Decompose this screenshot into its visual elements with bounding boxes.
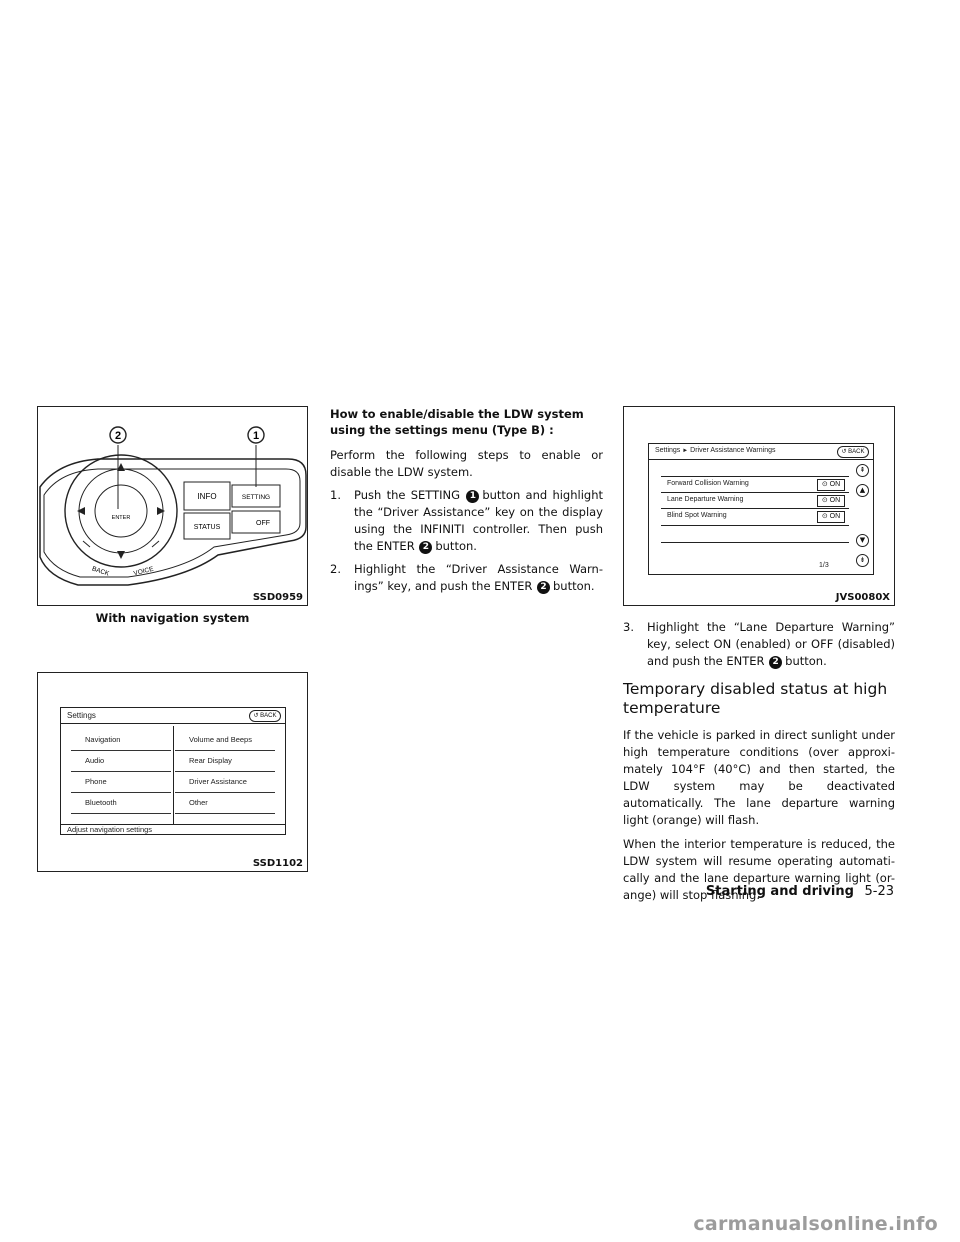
step-text: Highlight the “Lane Departure Warning” k… [647, 620, 895, 668]
footer-page: 5-23 [864, 884, 894, 899]
step-3: 3. Highlight the “Lane Departure Warning”… [623, 619, 895, 670]
row-label: Blind Spot Warning [667, 512, 727, 519]
warning-row: Blind Spot Warning ⊙ ON [661, 508, 849, 526]
warning-row: Forward Collision Warning ⊙ ON [661, 476, 849, 493]
right-column: 3. Highlight the “Lane Departure Warning”… [623, 619, 895, 904]
back-label: BACK [848, 449, 865, 455]
figure-code: JVS0080X [835, 592, 890, 603]
info-button-label: INFO [197, 492, 216, 501]
callout-badge: 2 [769, 656, 783, 669]
figure-driver-assistance-warnings: Settings ► Driver Assistance Warnings ↺ … [623, 406, 895, 606]
paragraph-2: When the interior temperature is reduced… [623, 837, 895, 902]
breadcrumb: Settings ► Driver Assistance Warnings [655, 447, 775, 454]
breadcrumb-arrow-icon: ► [682, 448, 689, 454]
status-button-label: STATUS [194, 524, 221, 531]
step-number: 1. [330, 488, 341, 502]
row-label: Forward Collision Warning [667, 480, 749, 487]
page-footer: Starting and driving 5-23 [706, 884, 894, 899]
callout-badge: 1 [466, 490, 480, 503]
figure-controller: 2 1 INFO SETTING STATUS OFF ENTER BACK V… [37, 406, 308, 606]
back-button-label: BACK [91, 566, 111, 578]
figure-caption: With navigation system [95, 611, 250, 625]
warnings-screen: Settings ► Driver Assistance Warnings ↺ … [648, 443, 874, 575]
row-label: Lane Departure Warning [667, 496, 744, 503]
step-text: button and highlight the “Driver Assista… [354, 488, 604, 553]
callout-badge: 2 [536, 581, 550, 594]
settings-screen: Settings ↺ BACK Navigation Audio Phone B… [60, 707, 286, 835]
figure-code: SSD0959 [252, 592, 303, 603]
back-button: ↺ BACK [837, 446, 869, 458]
controller-illustration: 2 1 INFO SETTING STATUS OFF ENTER BACK V… [39, 426, 307, 586]
toggle-value: ON [829, 481, 841, 488]
menu-item-driver-assistance: Driver Assistance [175, 772, 275, 793]
toggle-value: ON [829, 513, 841, 520]
menu-item-navigation: Navigation [71, 730, 171, 751]
breadcrumb-page: Driver Assistance Warnings [690, 447, 776, 454]
callout-2: 2 [115, 430, 121, 442]
menu-item-rear-display: Rear Display [175, 751, 275, 772]
scroll-bottom-icon: ⇟ [856, 554, 869, 567]
menu-item-phone: Phone [71, 772, 171, 793]
step-number: 2. [330, 562, 341, 576]
subheading: How to enable/disable the LDW system usi… [330, 407, 584, 437]
page-indicator: 1/3 [819, 562, 829, 569]
intro-paragraph: Perform the following steps to enable or… [330, 448, 603, 479]
figure-code: SSD1102 [252, 858, 303, 869]
scroll-down-icon: ▼ [856, 534, 869, 547]
callout-1: 1 [253, 430, 259, 442]
middle-column: How to enable/disable the LDW system usi… [330, 406, 603, 595]
on-toggle: ⊙ ON [817, 495, 845, 507]
step-text: button. [435, 539, 477, 553]
menu-item-volume: Volume and Beeps [175, 730, 275, 751]
back-button: ↺ BACK [249, 710, 281, 722]
warning-row: Lane Departure Warning ⊙ ON [661, 492, 849, 509]
scroll-up-icon: ▲ [856, 484, 869, 497]
footer-section: Starting and driving [705, 884, 854, 899]
on-toggle: ⊙ ON [817, 479, 845, 491]
off-button-label: OFF [256, 520, 270, 527]
breadcrumb-root: Settings [655, 447, 681, 454]
menu-item-other: Other [175, 793, 275, 814]
callout-badge: 2 [419, 541, 433, 554]
setting-button-label: SETTING [242, 494, 270, 501]
step-text: button. [785, 654, 827, 668]
menu-item-bluetooth: Bluetooth [71, 793, 171, 814]
enter-button-label: ENTER [112, 515, 131, 521]
step-2: 2. Highlight the “Driver Assistance Warn-… [330, 561, 603, 595]
on-toggle: ⊙ ON [817, 511, 845, 523]
voice-button-label: VOICE [133, 566, 155, 578]
figure-settings-menu: Settings ↺ BACK Navigation Audio Phone B… [37, 672, 308, 872]
step-number: 3. [623, 620, 634, 634]
paragraph-1: If the vehicle is parked in direct sunli… [623, 728, 895, 827]
scroll-top-icon: ⇞ [856, 464, 869, 477]
screen-title: Settings [67, 711, 96, 720]
section-heading: Temporary disabled status at high temper… [623, 680, 888, 717]
step-text: button. [552, 579, 595, 593]
status-line: Adjust navigation settings [67, 825, 153, 834]
watermark: carmanualsonline.info [693, 1213, 938, 1235]
toggle-value: ON [829, 497, 841, 504]
step-text: Push the SETTING [354, 488, 461, 502]
menu-item-audio: Audio [71, 751, 171, 772]
back-label: BACK [260, 713, 277, 719]
step-text: Highlight the “Driver Assistance Warn-in… [354, 562, 603, 593]
